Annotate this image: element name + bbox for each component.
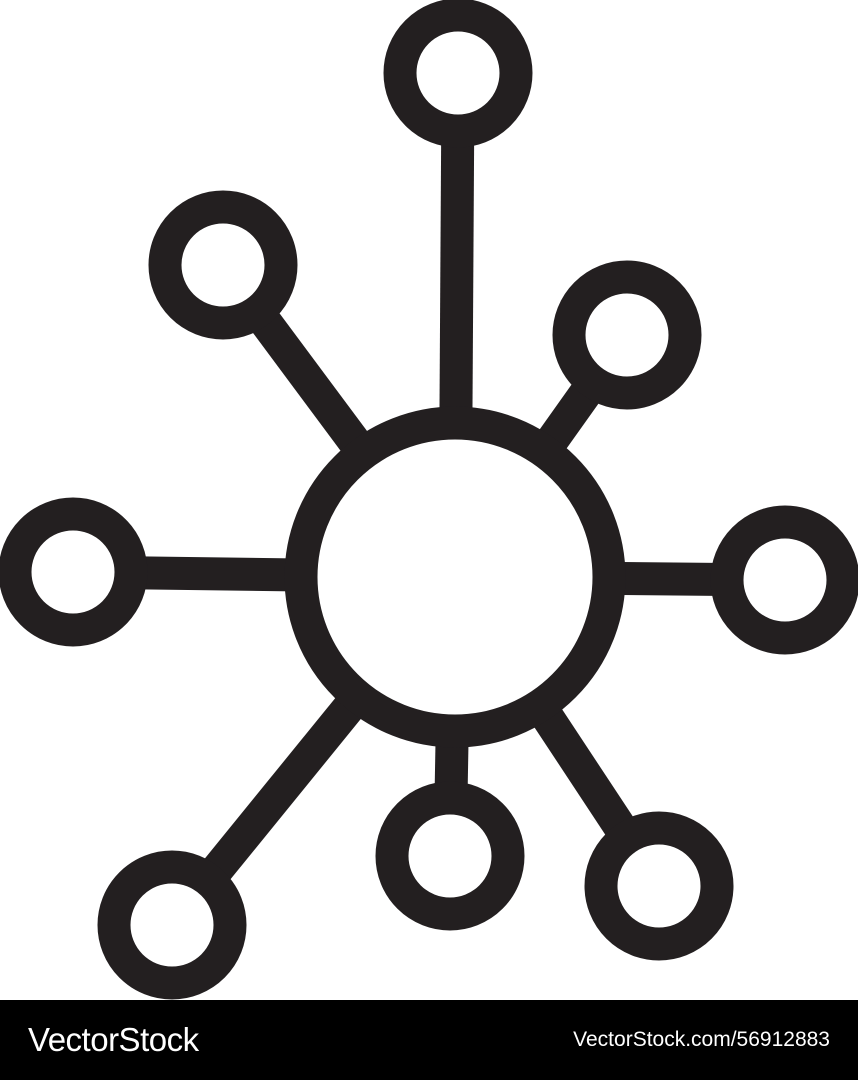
- right-node: [710, 505, 858, 655]
- bottom-left-node: [97, 850, 247, 1000]
- watermark-footer: VectorStock VectorStock.com/56912883: [0, 1000, 858, 1080]
- bottom-right-connector: [526, 696, 641, 847]
- left-node: [0, 497, 148, 647]
- outer-nodes: [0, 0, 858, 1000]
- upper-left-node: [148, 190, 298, 340]
- top-node: [383, 0, 533, 148]
- central-hub-node: [284, 406, 626, 748]
- image-credit: VectorStock.com/56912883: [573, 1028, 830, 1051]
- icon-canvas: [0, 0, 858, 1000]
- top-connector: [439, 130, 475, 424]
- bottom-left-connector: [195, 686, 371, 891]
- right-connector: [608, 561, 728, 596]
- bottom-right-node: [584, 811, 734, 961]
- left-connector: [130, 556, 302, 592]
- network-hub-icon: [0, 0, 858, 1000]
- bottom-node: [375, 781, 525, 931]
- upper-right-node: [552, 260, 702, 410]
- brand-logo: VectorStock: [28, 1021, 199, 1058]
- upper-left-connector: [244, 301, 377, 464]
